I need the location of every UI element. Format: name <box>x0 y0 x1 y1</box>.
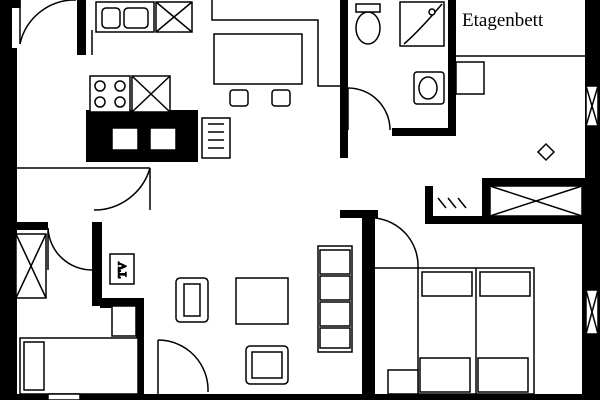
wall-lr-left <box>92 222 102 306</box>
wall-lr-left3 <box>136 298 144 400</box>
bunk-room <box>437 85 599 217</box>
wall-left-mid <box>0 48 17 400</box>
door-lr-bottom <box>157 339 209 393</box>
tv-label: TV <box>115 262 129 278</box>
wall-closet-left <box>425 186 433 222</box>
wall-wardrobe-left <box>482 178 490 222</box>
wall-bottom-right <box>375 394 582 400</box>
window-bottom-left <box>47 393 81 400</box>
wall-bath-bottom <box>392 128 454 136</box>
sink-basin <box>101 7 121 29</box>
fridge-right <box>149 127 177 151</box>
bed-headboard-l <box>421 271 473 297</box>
dining-chair-2 <box>271 89 291 107</box>
bed-headboard-r <box>479 271 531 297</box>
cooktop <box>89 75 131 113</box>
lamp <box>536 142 556 162</box>
dining-chair-1 <box>229 89 249 107</box>
bedroom <box>387 267 599 395</box>
wall-bath-right <box>448 0 456 136</box>
dining-table <box>213 33 303 85</box>
wall-bottom-mid <box>144 394 366 400</box>
wall-bath-left <box>340 0 348 158</box>
bathroom <box>355 1 485 105</box>
wall-bedroom-left-top <box>340 210 378 218</box>
hangers <box>437 197 467 209</box>
nightstand-right <box>477 357 529 393</box>
wall-lr-left2 <box>100 298 142 308</box>
wall-bedroom-top <box>486 178 586 186</box>
door-hall <box>93 167 151 211</box>
coffee-table <box>235 277 289 325</box>
sideboard <box>111 305 137 337</box>
bunk-bed-label: Etagenbett <box>462 10 544 31</box>
toilet <box>355 11 381 45</box>
bedroom-shelf <box>387 369 419 395</box>
wall-hall-mid <box>14 222 48 230</box>
nightstand-left <box>419 357 471 393</box>
sink-basin-2 <box>123 7 149 29</box>
doors <box>19 0 419 394</box>
fridge-left <box>111 127 139 151</box>
room-lines <box>17 0 585 217</box>
living-room <box>111 245 353 385</box>
tv-stand <box>109 253 135 285</box>
door-bedroom <box>374 217 419 269</box>
line-corridor-top <box>211 0 340 87</box>
wall-kitchen-block <box>86 110 198 162</box>
wall-bedroom-top2 <box>425 216 585 224</box>
door-bath <box>347 87 391 131</box>
left-rooms: TV <box>15 233 139 400</box>
door-entrance <box>19 0 76 45</box>
wall-bedroom-left <box>362 210 375 400</box>
dining-set <box>213 33 303 107</box>
bath-cabinet <box>455 61 485 95</box>
kitchen <box>89 1 231 159</box>
door-storage <box>47 227 93 271</box>
wall-kitchen-left <box>77 0 86 55</box>
wall-left-upper <box>0 0 12 48</box>
